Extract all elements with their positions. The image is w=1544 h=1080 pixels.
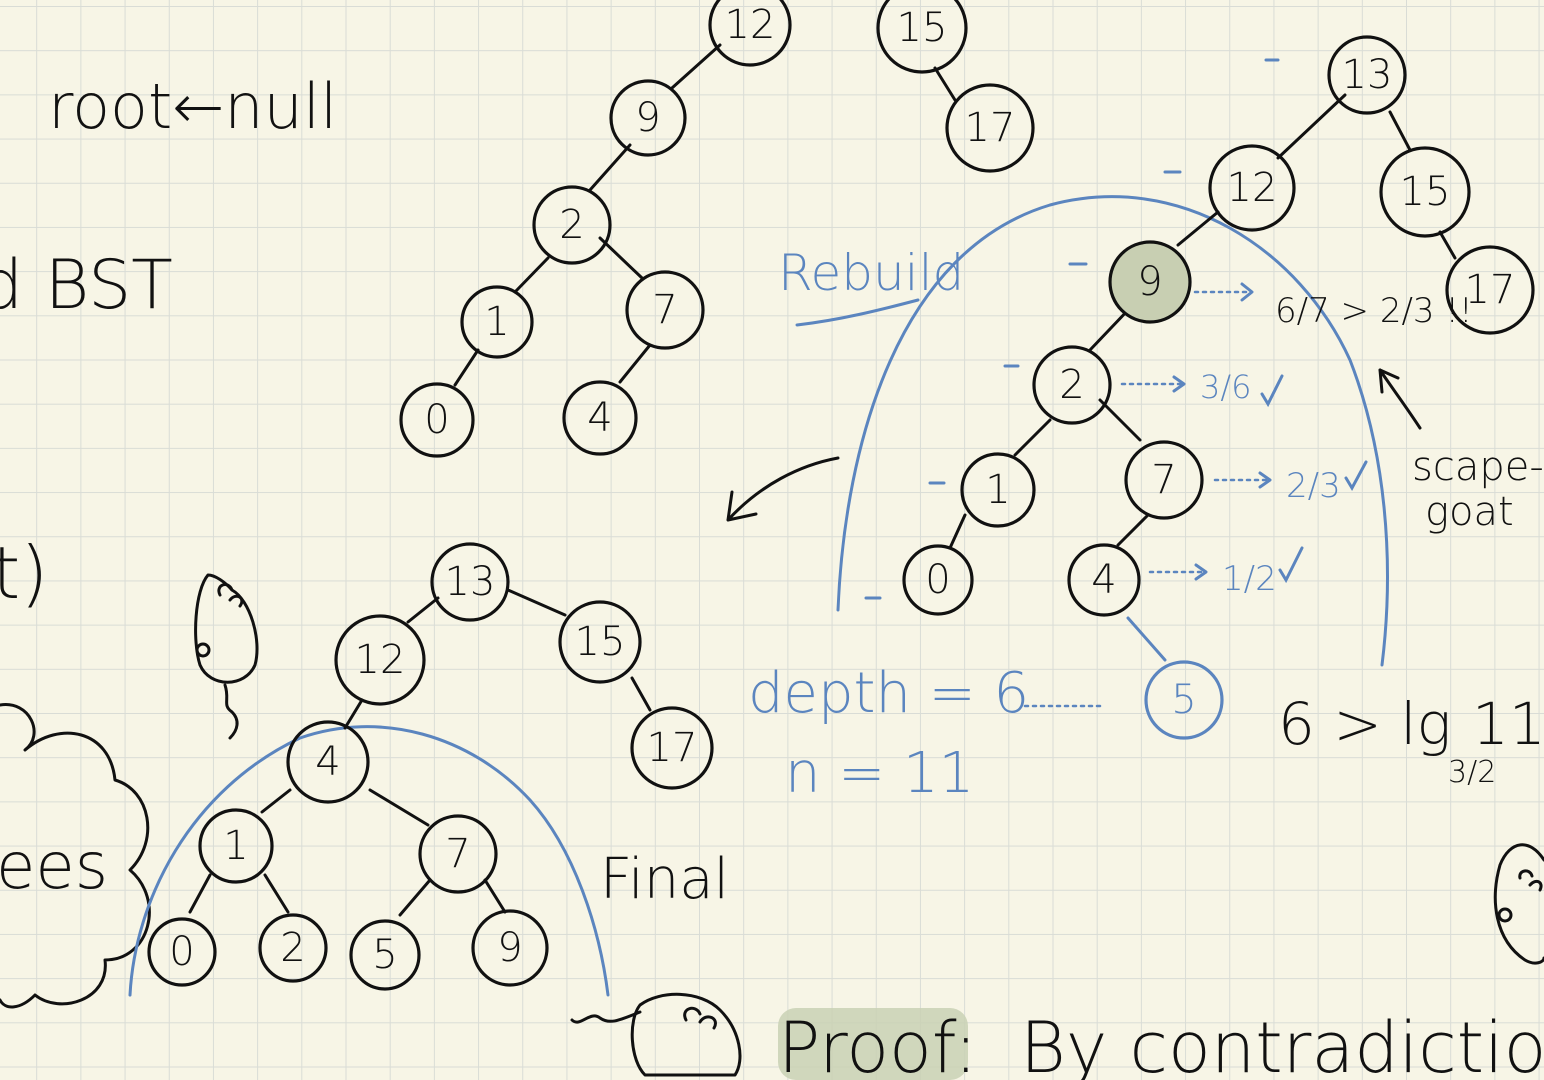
svg-text:1: 1 — [985, 467, 1010, 513]
tree-node: 4 — [1067, 543, 1141, 617]
svg-text:7: 7 — [1151, 457, 1176, 503]
tree-node: 12 — [1208, 144, 1296, 232]
trees-fragment-text: ees — [0, 830, 108, 904]
svg-text:1: 1 — [484, 299, 509, 345]
proof-label: Proof: — [778, 1007, 978, 1080]
tree-node: 13 — [1327, 35, 1407, 115]
rebuild-underline — [795, 298, 920, 327]
svg-text:7: 7 — [652, 287, 677, 333]
proof-highlight — [778, 1008, 968, 1080]
svg-text:17: 17 — [965, 105, 1016, 151]
subtree-boundary-arc — [836, 195, 1389, 667]
tree-node: 12 — [334, 614, 426, 706]
right-tree: 13 12 15 17 9 2 1 7 — [836, 35, 1535, 740]
inserted-node: 5 — [1144, 660, 1224, 740]
final-subtree-arc — [128, 725, 610, 997]
tree-node: 12 — [708, 0, 792, 67]
tree-node: 1 — [960, 452, 1036, 528]
mouse-doodle-left — [194, 573, 259, 740]
svg-text:4: 4 — [315, 739, 340, 785]
check-mark — [1278, 546, 1304, 584]
svg-text:17: 17 — [1465, 267, 1516, 313]
svg-text:9: 9 — [497, 925, 522, 971]
svg-text:0: 0 — [424, 397, 449, 443]
mouse-doodle-bottom — [570, 992, 742, 1077]
ratio-label: 2/3 — [1286, 466, 1341, 506]
tree-node: 2 — [258, 913, 328, 983]
depth-label: depth = 6 — [748, 661, 1029, 726]
svg-text:4: 4 — [1091, 557, 1116, 603]
svg-text:5: 5 — [1171, 677, 1196, 723]
bst-fragment-text: d BST — [0, 246, 173, 325]
svg-text:2: 2 — [1059, 362, 1084, 408]
tree-node: 15 — [1379, 146, 1471, 238]
tree-node: 15 — [876, 0, 968, 74]
scapegoat-arrow — [1378, 368, 1422, 430]
scapegoat-label-line1: scape- — [1412, 444, 1544, 490]
tree-node: 4 — [562, 380, 638, 456]
svg-text:2: 2 — [280, 925, 305, 971]
tree-node: 1 — [198, 808, 274, 884]
svg-text:13: 13 — [1342, 52, 1393, 98]
tree-node: 15 — [558, 600, 642, 684]
final-tree: 13 12 15 17 4 1 7 0 — [128, 542, 714, 997]
check-mark — [1344, 460, 1368, 492]
paren-fragment-text: t) — [0, 531, 48, 615]
svg-text:12: 12 — [1227, 165, 1278, 211]
svg-text:15: 15 — [575, 619, 626, 665]
tree-node: 9 — [471, 909, 549, 987]
tree-node: 4 — [286, 720, 370, 804]
tree-node: 2 — [1032, 345, 1112, 425]
n-label: n = 11 — [785, 741, 974, 806]
svg-text:13: 13 — [445, 559, 496, 605]
top-left-tree: 12 9 2 1 7 0 4 15 — [399, 0, 1035, 458]
tree-node: 7 — [625, 270, 705, 350]
tree-node: 1 — [460, 285, 534, 359]
svg-text:1: 1 — [223, 823, 248, 869]
final-label: Final — [600, 847, 729, 912]
svg-text:9: 9 — [1137, 259, 1162, 305]
rebuild-label: Rebuild — [778, 244, 964, 302]
svg-text:4: 4 — [587, 395, 612, 441]
svg-text:9: 9 — [635, 95, 660, 141]
cloud-doodle — [0, 703, 151, 1009]
mouse-doodle-right — [1493, 843, 1544, 965]
svg-text:2: 2 — [559, 202, 584, 248]
tree-node: 7 — [418, 814, 498, 894]
svg-text:3/2: 3/2 — [1448, 755, 1496, 790]
svg-text:15: 15 — [897, 5, 948, 51]
tree-node: 0 — [399, 382, 475, 458]
tree-node: 13 — [430, 542, 510, 622]
svg-text:5: 5 — [372, 932, 397, 978]
check-mark — [1260, 374, 1284, 408]
tree-node: 7 — [1124, 440, 1204, 520]
tree-node: 0 — [902, 544, 974, 616]
svg-text:0: 0 — [169, 929, 194, 975]
tree-node: 0 — [147, 917, 217, 987]
svg-text:15: 15 — [1400, 169, 1451, 215]
svg-text:12: 12 — [725, 2, 776, 48]
scapegoat-label-line2: goat — [1425, 489, 1514, 535]
svg-text:17: 17 — [647, 725, 698, 771]
svg-text:12: 12 — [355, 637, 406, 683]
tree-node: 17 — [630, 706, 714, 790]
svg-text:6 > lg: 6 > lg — [1278, 690, 1451, 758]
ratio-label: 3/6 — [1200, 368, 1252, 406]
tree-node: 17 — [1445, 245, 1535, 335]
root-null-text: root←null — [48, 70, 337, 143]
tree-node: 17 — [945, 83, 1035, 173]
svg-text:0: 0 — [925, 557, 950, 603]
tree-node: 9 — [609, 79, 687, 157]
tree-node: 2 — [532, 185, 612, 265]
rebuild-arrow — [726, 456, 840, 522]
tree-node: 5 — [349, 919, 421, 991]
ratio-label: 1/2 — [1222, 559, 1277, 599]
scapegoat-node: 9 — [1108, 240, 1192, 324]
depth-inequality: 6 > lg 3/2 11 !! — [1278, 690, 1544, 790]
svg-text:11 !!: 11 !! — [1472, 690, 1544, 758]
svg-text:7: 7 — [445, 831, 470, 877]
by-contradiction-text: By contradiction — [1020, 1007, 1544, 1080]
ratio-main: 6/7 > 2/3 !! — [1275, 291, 1473, 331]
